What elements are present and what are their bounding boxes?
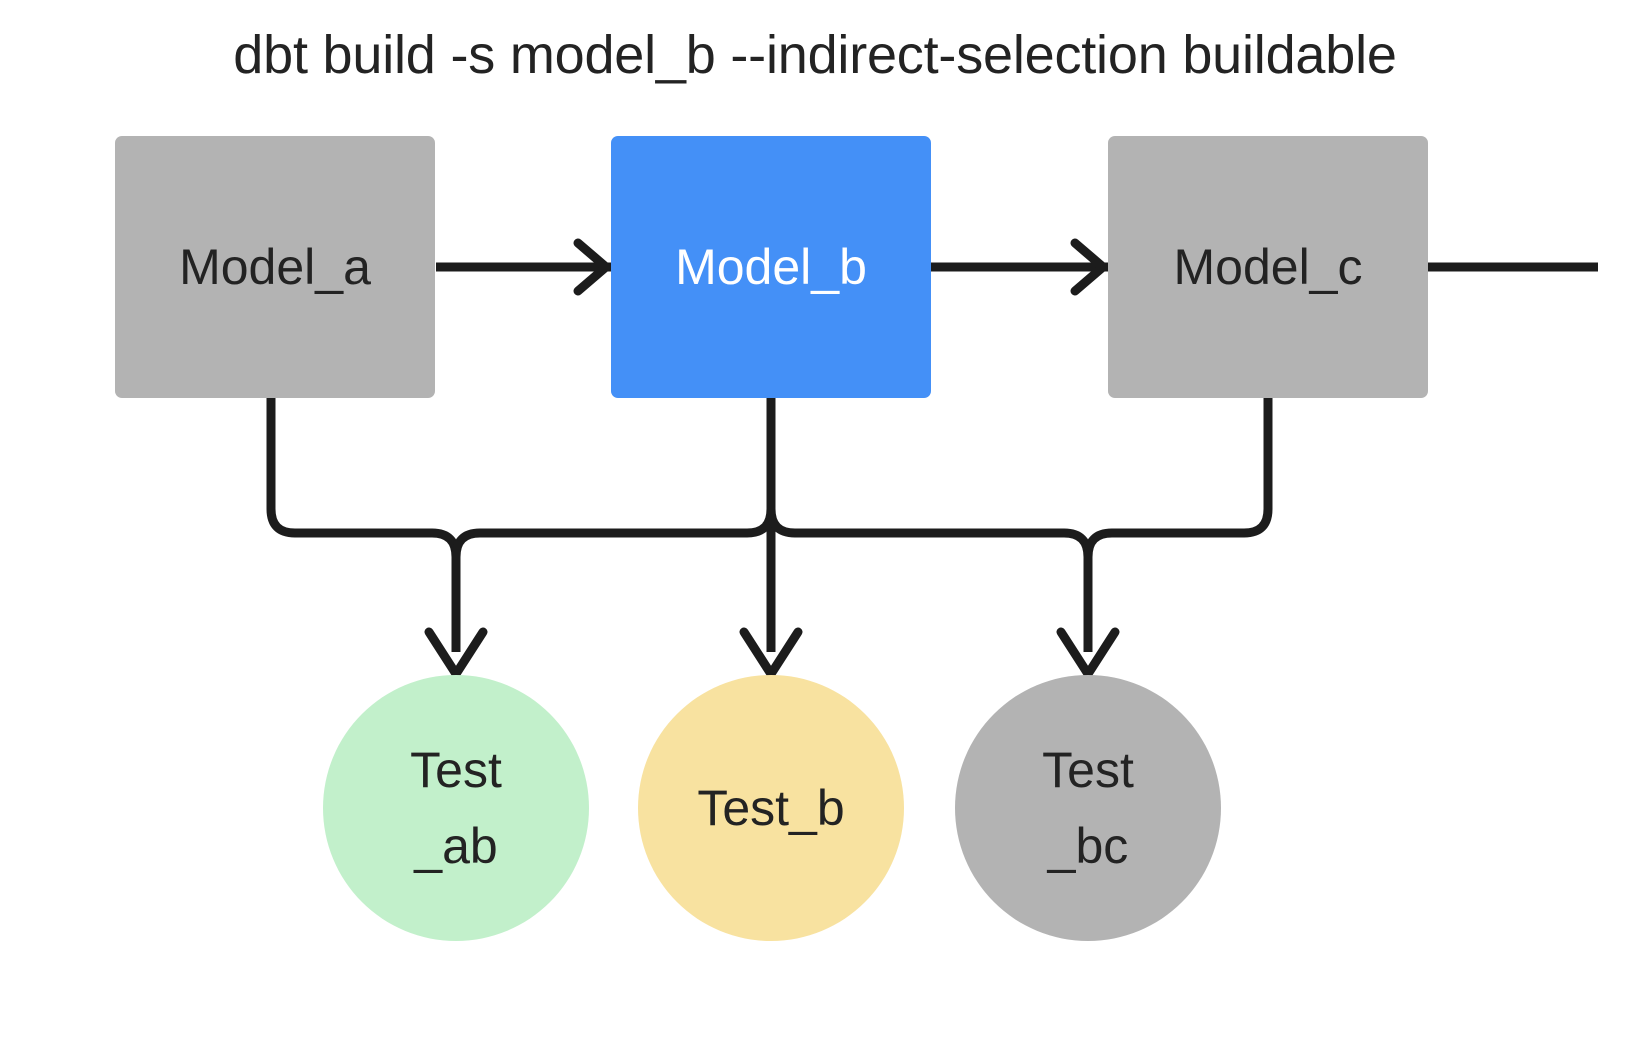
test-node-test-ab[interactable]: Test _ab <box>323 675 589 941</box>
edge-model-a-to-test-ab <box>266 398 488 679</box>
test-node-test-b[interactable]: Test_b <box>638 675 904 941</box>
model-node-label: Model_b <box>675 239 867 295</box>
edge-model-b-to-test-ab <box>451 398 776 652</box>
model-node-model-b[interactable]: Model_b <box>611 136 931 398</box>
test-node-label: Test _ab <box>410 742 502 874</box>
test-node-label: Test _bc <box>1042 742 1134 874</box>
model-node-model-a[interactable]: Model_a <box>115 136 435 398</box>
edge-model-b-to-model-c <box>932 238 1108 296</box>
test-node-label: Test_b <box>697 780 845 836</box>
edge-model-c-to-test-bc <box>1083 398 1273 652</box>
model-node-model-c[interactable]: Model_c <box>1108 136 1428 398</box>
model-node-label: Model_c <box>1173 239 1363 295</box>
test-node-test-bc[interactable]: Test _bc <box>955 675 1221 941</box>
edge-model-b-to-test-b <box>739 398 803 679</box>
model-node-label: Model_a <box>179 239 371 295</box>
edge-model-b-to-test-bc <box>766 398 1120 679</box>
page-title: dbt build -s model_b --indirect-selectio… <box>233 25 1397 85</box>
